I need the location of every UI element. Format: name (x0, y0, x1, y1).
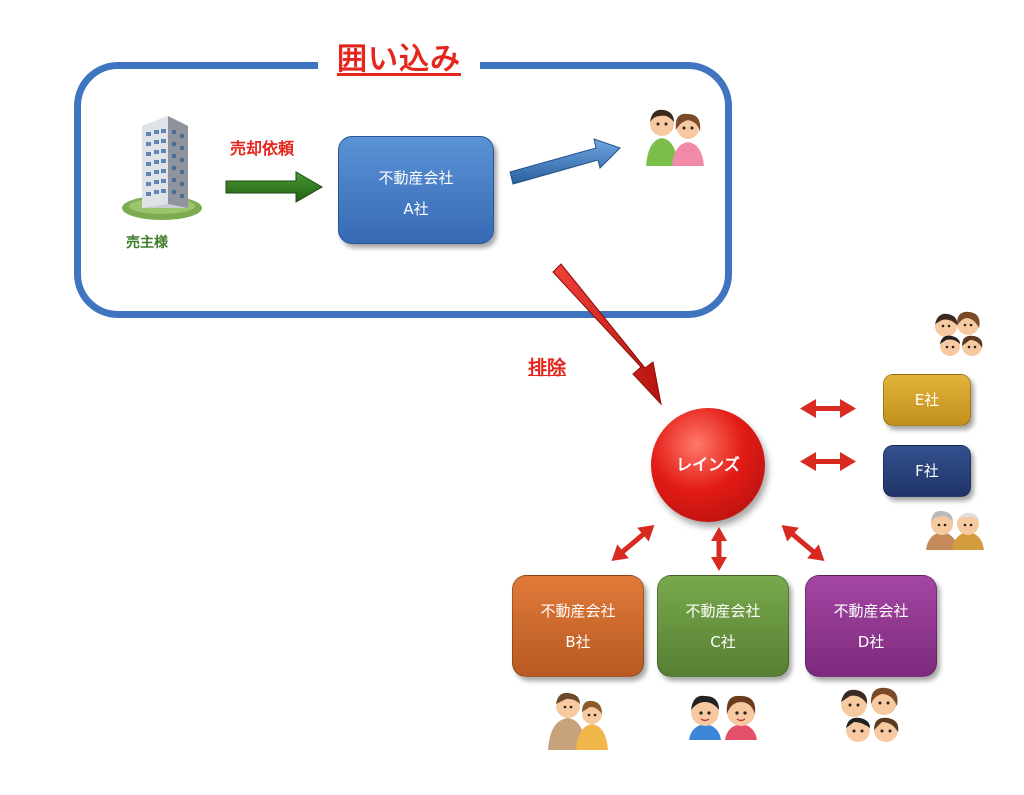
sell-arrow (225, 171, 324, 203)
couple-icon (646, 109, 704, 166)
company-b-name: B社 (565, 633, 591, 651)
hub-to-c-arrow (711, 527, 727, 571)
company-a-box: 不動産会社 A社 (338, 136, 494, 244)
elderly-couple-icon (926, 510, 984, 550)
company-c-name: C社 (710, 633, 736, 651)
diagram-title: 囲い込み (318, 38, 480, 84)
family-icon (935, 311, 983, 356)
family-icon (841, 687, 899, 742)
parent-child-icon (548, 692, 608, 750)
sell-request-label: 売却依頼 (230, 139, 295, 158)
company-f-box: F社 (883, 445, 971, 497)
company-c-type: 不動産会社 (685, 602, 761, 620)
exclusion-label: 排除 (528, 357, 567, 379)
company-c-box: 不動産会社 C社 (657, 575, 789, 677)
exclusion-arrow (552, 263, 662, 406)
company-e-box: E社 (883, 374, 971, 426)
company-d-type: 不動産会社 (833, 602, 909, 620)
company-a-name: A社 (403, 200, 429, 218)
company-d-box: 不動産会社 D社 (805, 575, 937, 677)
company-b-box: 不動産会社 B社 (512, 575, 644, 677)
hub-to-b-arrow (611, 525, 655, 561)
company-d-name: D社 (857, 633, 885, 651)
hub-to-e-arrow (800, 399, 856, 418)
reins-hub: レインズ (651, 408, 765, 522)
building-icon (122, 116, 202, 220)
company-a-type: 不動産会社 (378, 169, 454, 187)
seller-label: 売主様 (126, 235, 168, 251)
a-to-customer-arrow (509, 138, 621, 185)
hub-to-d-arrow (781, 525, 825, 561)
hub-to-f-arrow (800, 452, 856, 471)
kids-icon (689, 695, 757, 740)
company-b-type: 不動産会社 (540, 602, 616, 620)
